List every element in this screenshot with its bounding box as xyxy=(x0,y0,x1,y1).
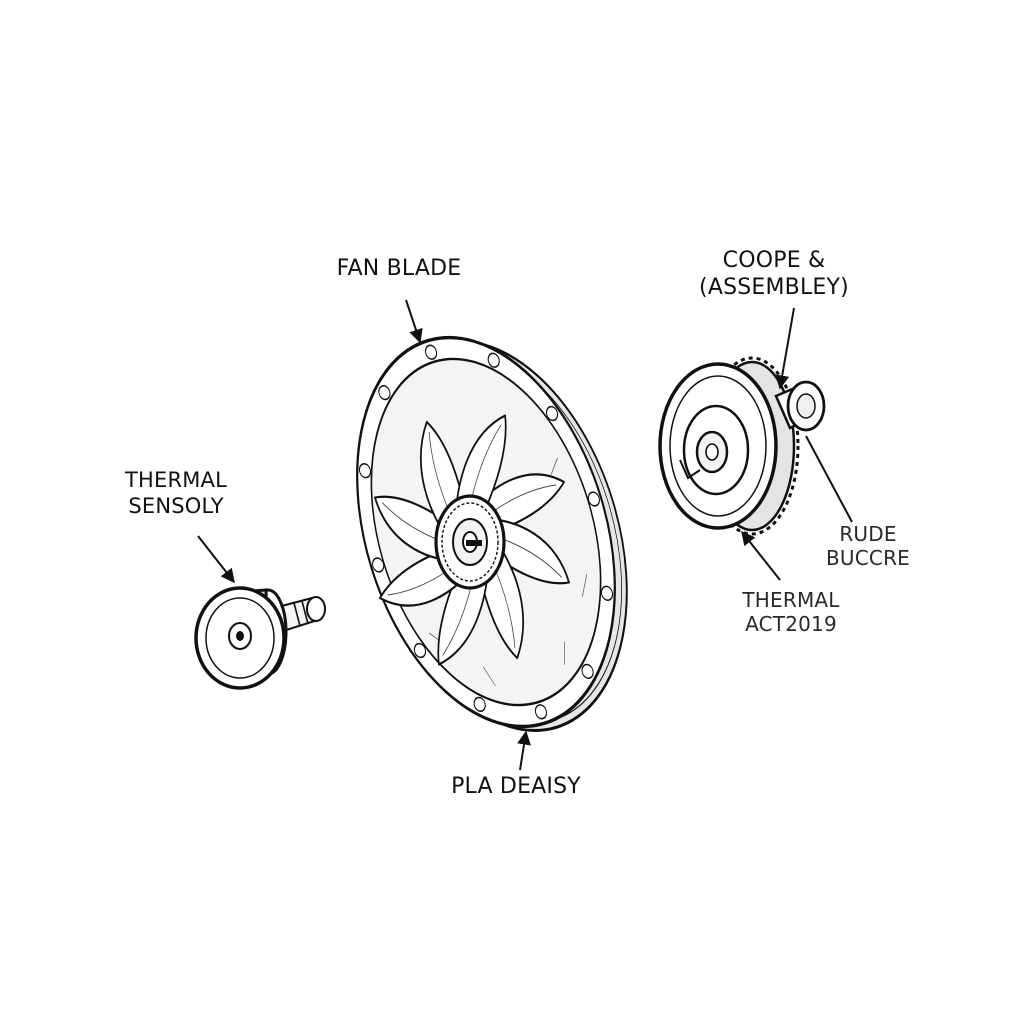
thermal-sensoly-label: THERMAL SENSOLY xyxy=(98,468,254,519)
fan-blade-label-text: FAN BLADE xyxy=(336,256,462,281)
coope-label-line1: COOPE & xyxy=(722,248,826,273)
thermal-sensoly-line2: SENSOLY xyxy=(128,493,224,518)
fan-hub xyxy=(434,494,506,590)
fan-assembly xyxy=(356,335,628,732)
rude-leader xyxy=(805,435,853,523)
coope-assembly-part xyxy=(658,356,826,536)
fan-blade-leader xyxy=(405,299,423,344)
coope-assembly-label: COOPE & (ASSEMBLEY) xyxy=(674,248,874,302)
pla-deaisy-leader xyxy=(517,730,531,771)
rude-line2: BUCCRE xyxy=(825,546,911,571)
thermal-act-line1: THERMAL xyxy=(742,588,840,612)
thermal-act-line2: ACT2019 xyxy=(745,612,837,637)
coope-leader xyxy=(775,307,795,390)
pla-deaisy-label-text: PLA DEAISY xyxy=(451,774,581,799)
rude-line1: RUDE xyxy=(839,522,897,546)
thermal-act-leader xyxy=(741,530,781,581)
thermal-act-label: THERMAL ACT2019 xyxy=(726,588,856,637)
rude-buccre-label: RUDE BUCCRE xyxy=(812,522,924,571)
thermal-sensor-part xyxy=(194,586,326,690)
thermal-sensoly-line1: THERMAL xyxy=(124,468,228,492)
pla-deaisy-label: PLA DEAISY xyxy=(426,774,606,801)
fan-blade-label: FAN BLADE xyxy=(312,256,486,283)
thermal-sensoly-leader xyxy=(197,535,235,584)
coope-label-line2: (ASSEMBLEY) xyxy=(699,274,849,300)
